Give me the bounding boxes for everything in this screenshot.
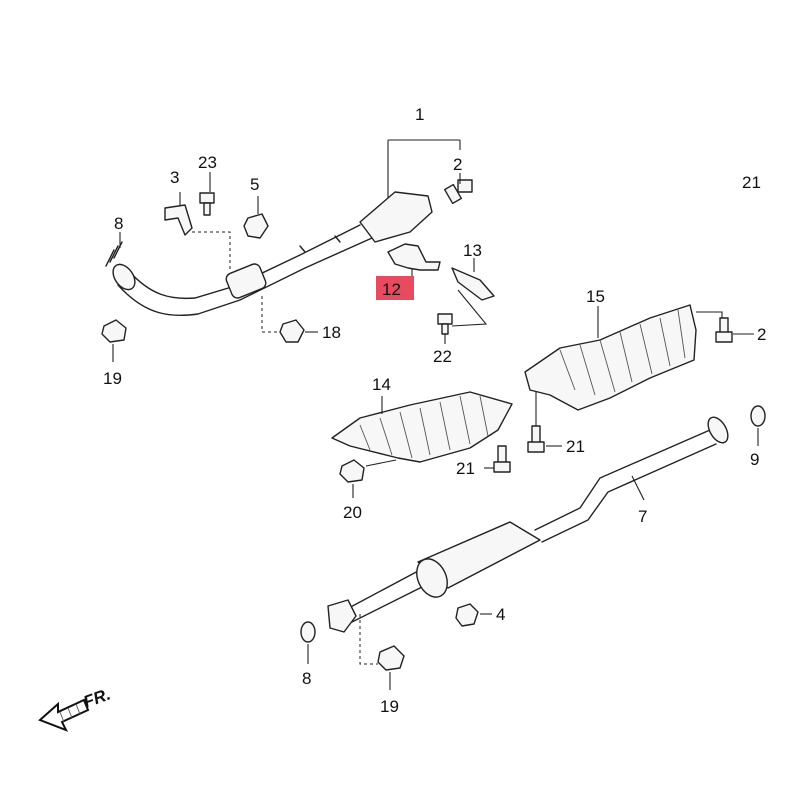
callout-23: 23 — [198, 153, 217, 172]
gasket-9 — [750, 405, 766, 427]
callout-8-bottom: 8 — [302, 669, 311, 688]
nut-19-top — [101, 319, 127, 343]
callout-21-corner: 21 — [742, 173, 761, 192]
bolt-21-right — [527, 425, 545, 453]
callout-14: 14 — [372, 375, 391, 394]
sensor-12 — [387, 243, 441, 271]
bolt-21-left — [493, 445, 511, 473]
muffler-pipe-7 — [327, 416, 729, 633]
callout-9: 9 — [750, 450, 759, 469]
bolt-22 — [437, 313, 453, 335]
nut-20 — [339, 459, 365, 483]
front-direction-indicator: FR. — [38, 685, 113, 732]
callout-8-top: 8 — [114, 214, 123, 233]
front-pipe-assembly — [112, 191, 433, 317]
nut-19-bottom — [377, 645, 405, 671]
callout-labels: 1 2 2 3 4 5 7 8 8 9 12 13 14 15 18 19 19… — [103, 105, 766, 716]
part-12-highlight — [376, 276, 414, 300]
front-label: FR. — [81, 685, 113, 712]
callout-12: 12 — [382, 280, 401, 299]
callout-7: 7 — [638, 507, 647, 526]
nut-5 — [243, 213, 269, 239]
callout-20: 20 — [343, 503, 362, 522]
callout-3: 3 — [170, 168, 179, 187]
callout-2-top: 2 — [453, 155, 462, 174]
callout-4: 4 — [496, 605, 505, 624]
bolt-23 — [199, 192, 215, 216]
front-arrow-icon — [38, 698, 90, 732]
leader-lines — [112, 139, 759, 690]
gasket-8-bottom — [300, 621, 316, 643]
callout-21-right: 21 — [566, 437, 585, 456]
bolt-2-right — [715, 317, 733, 343]
callout-13: 13 — [463, 241, 482, 260]
callout-15: 15 — [586, 287, 605, 306]
callout-1: 1 — [415, 105, 424, 124]
callout-22: 22 — [433, 347, 452, 366]
callout-2-right: 2 — [757, 325, 766, 344]
callout-5: 5 — [250, 175, 259, 194]
callout-19-top: 19 — [103, 369, 122, 388]
heat-shield-15 — [524, 304, 697, 411]
callout-21-left: 21 — [456, 459, 475, 478]
heat-shield-14 — [331, 391, 513, 463]
callout-19-bottom: 19 — [380, 697, 399, 716]
nut-18 — [279, 319, 305, 343]
spring-8 — [105, 241, 123, 267]
gasket-13 — [451, 267, 495, 301]
bracket-3 — [164, 204, 193, 236]
bolt-2-top — [443, 179, 473, 205]
callout-18: 18 — [322, 323, 341, 342]
nut-4 — [455, 603, 479, 627]
